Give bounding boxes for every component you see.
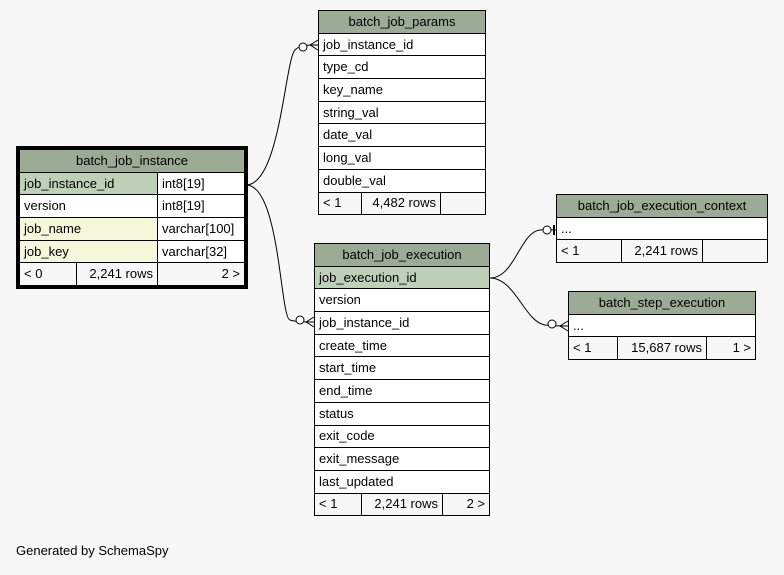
relationship-execution-to-context: [489, 229, 557, 279]
relationship-execution-to-step-optional-marker: [547, 319, 557, 329]
relationship-instance-to-execution-optional-marker: [295, 315, 305, 325]
relationship-instance-to-params-optional-marker: [298, 42, 308, 52]
column-last-updated[interactable]: last_updated: [315, 470, 489, 493]
relationship-execution-to-context-optional-marker: [542, 225, 552, 235]
column-job-instance-id[interactable]: job_instance_id: [20, 172, 157, 195]
column-long-val[interactable]: long_val: [319, 147, 485, 169]
table-header[interactable]: batch_job_execution_context: [557, 195, 767, 217]
column-double-val[interactable]: double_val: [319, 169, 485, 192]
column-string-val[interactable]: string_val: [319, 101, 485, 124]
column-job-instance-id[interactable]: job_instance_id: [319, 33, 485, 56]
children-count[interactable]: 2 >: [158, 263, 244, 286]
column-date-val[interactable]: date_val: [319, 124, 485, 147]
table-header[interactable]: batch_job_params: [319, 11, 485, 33]
relationship-instance-to-params: [245, 44, 319, 186]
column-job-key[interactable]: job_key: [20, 240, 157, 263]
column-ellipsis[interactable]: ...: [557, 217, 767, 240]
table-batch-job-params[interactable]: batch_job_params job_instance_id type_cd…: [318, 10, 486, 216]
column-key-name[interactable]: key_name: [319, 79, 485, 101]
table-batch-step-execution[interactable]: batch_step_execution ... < 1 15,687 rows…: [568, 291, 756, 361]
relationship-instance-to-params-many-marker: [309, 39, 319, 51]
table-header[interactable]: batch_step_execution: [569, 292, 755, 314]
parents-count[interactable]: < 1: [315, 493, 361, 516]
column-end-time[interactable]: end_time: [315, 380, 489, 402]
row-count: 2,241 rows: [362, 493, 442, 516]
column-job-instance-id[interactable]: job_instance_id: [315, 312, 489, 334]
column-version[interactable]: version: [20, 195, 157, 218]
parents-count[interactable]: < 1: [319, 192, 361, 215]
children-count[interactable]: 1 >: [707, 337, 755, 360]
table-header[interactable]: batch_job_execution: [315, 244, 489, 266]
table-batch-job-instance[interactable]: batch_job_instance job_instance_id int8[…: [16, 146, 248, 290]
column-type-cd[interactable]: type_cd: [319, 56, 485, 79]
table-batch-job-execution[interactable]: batch_job_execution job_execution_id ver…: [314, 243, 490, 517]
column-status[interactable]: status: [315, 402, 489, 425]
column-ellipsis[interactable]: ...: [569, 314, 755, 337]
parents-count[interactable]: < 0: [20, 263, 76, 286]
column-exit-message[interactable]: exit_message: [315, 448, 489, 470]
parents-count[interactable]: < 1: [569, 337, 617, 360]
column-type: varchar[32]: [158, 240, 244, 263]
relationship-instance-to-execution: [245, 184, 315, 323]
column-create-time[interactable]: create_time: [315, 334, 489, 357]
row-count: 2,241 rows: [77, 263, 157, 286]
table-batch-job-execution-context[interactable]: batch_job_execution_context ... < 1 2,24…: [556, 194, 768, 264]
relationship-execution-to-step: [489, 277, 569, 327]
column-job-name[interactable]: job_name: [20, 218, 157, 240]
row-count: 4,482 rows: [362, 192, 440, 215]
column-version[interactable]: version: [315, 289, 489, 312]
children-count[interactable]: [441, 192, 485, 215]
column-job-execution-id[interactable]: job_execution_id: [315, 266, 489, 289]
column-type: int8[19]: [158, 172, 244, 195]
row-count: 15,687 rows: [618, 337, 706, 360]
table-header[interactable]: batch_job_instance: [20, 150, 244, 172]
relationship-execution-to-step-many-marker: [559, 320, 569, 332]
children-count[interactable]: 2 >: [443, 493, 489, 516]
column-start-time[interactable]: start_time: [315, 357, 489, 380]
parents-count[interactable]: < 1: [557, 240, 621, 263]
column-exit-code[interactable]: exit_code: [315, 425, 489, 448]
children-count[interactable]: [703, 240, 767, 263]
row-count: 2,241 rows: [622, 240, 702, 263]
column-type: int8[19]: [158, 195, 244, 218]
relationship-instance-to-execution-many-marker: [305, 316, 315, 328]
column-type: varchar[100]: [158, 218, 244, 240]
generated-by-text: Generated by SchemaSpy: [16, 543, 169, 558]
